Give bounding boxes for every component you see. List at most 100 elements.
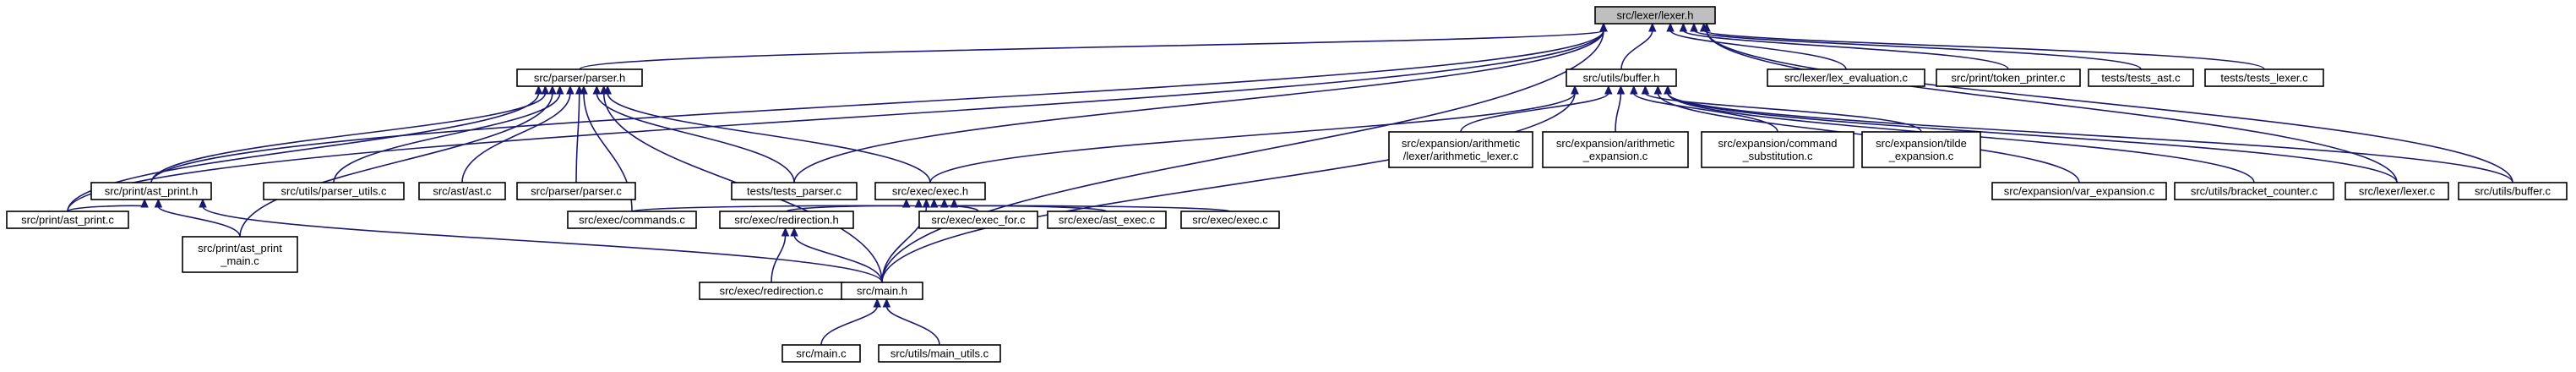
arrowhead — [1653, 85, 1663, 95]
node-label: src/main.h — [857, 285, 907, 298]
node-ast-c[interactable]: src/ast/ast.c — [418, 182, 506, 200]
edge-buffer-h-to-command-subst-c — [1633, 92, 1778, 133]
node-ast-print-main-c[interactable]: src/print/ast_print_main.c — [182, 236, 298, 273]
node-ast-print-c[interactable]: src/print/ast_print.c — [6, 211, 129, 229]
node-redirection-c[interactable]: src/exec/redirection.c — [699, 282, 844, 300]
node-box — [2174, 182, 2334, 200]
node-parser-h[interactable]: src/parser/parser.h — [516, 68, 643, 87]
arrowhead — [1648, 22, 1657, 32]
node-tests-lexer-c[interactable]: tests/tests_lexer.c — [2204, 68, 2324, 87]
node-tests-ast-c[interactable]: tests/tests_ast.c — [2088, 68, 2194, 87]
node-label: src/expansion/command — [1718, 137, 1838, 150]
node-box — [918, 211, 1038, 229]
node-box — [90, 182, 212, 200]
edge-lexer-h-to-tests-parser-c — [793, 30, 1604, 183]
arrowhead — [790, 227, 798, 237]
node-label: _expansion.c — [1888, 150, 1954, 162]
node-label: src/utils/buffer.c — [2475, 185, 2551, 198]
node-lexer-c[interactable]: src/lexer/lexer.c — [2345, 182, 2449, 200]
node-box — [182, 236, 298, 273]
arrowhead — [534, 85, 543, 95]
edge-parser-h-to-exec-h — [607, 92, 931, 183]
node-label: tests/tests_lexer.c — [2220, 72, 2308, 85]
arrowhead — [914, 198, 923, 208]
node-label: src/exec/exec_for.c — [931, 214, 1026, 227]
node-box — [2345, 182, 2449, 200]
node-label: _expansion.c — [1582, 150, 1648, 162]
node-label: src/utils/parser_utils.c — [281, 185, 387, 198]
node-box — [516, 182, 636, 200]
node-box — [1767, 68, 1925, 87]
node-main-h[interactable]: src/main.h — [841, 282, 923, 300]
node-arith-lexer-c[interactable]: src/expansion/arithmetic/lexer/arithmeti… — [1388, 131, 1533, 168]
node-parser-utils-c[interactable]: src/utils/parser_utils.c — [263, 182, 405, 200]
edge-lexer-h-to-lex-evaluation-c — [1669, 30, 1847, 70]
node-label: src/lexer/lexer.h — [1616, 9, 1693, 22]
node-arith-expansion-c[interactable]: src/expansion/arithmetic_expansion.c — [1542, 131, 1689, 168]
node-command-subst-c[interactable]: src/expansion/command_substitution.c — [1701, 131, 1854, 168]
node-exec-h[interactable]: src/exec/exec.h — [874, 182, 986, 200]
node-box — [1542, 131, 1689, 168]
arrowhead — [599, 85, 608, 95]
node-box — [719, 211, 854, 229]
edge-exec-h-to-redirection-h — [786, 205, 920, 212]
node-lex-evaluation-c[interactable]: src/lexer/lex_evaluation.c — [1767, 68, 1925, 87]
node-exec-c[interactable]: src/exec/exec.c — [1180, 211, 1280, 229]
node-token-printer-c[interactable]: src/print/token_printer.c — [1936, 68, 2081, 87]
node-commands-c[interactable]: src/exec/commands.c — [567, 211, 697, 229]
node-lexer-h[interactable]: src/lexer/lexer.h — [1594, 6, 1716, 25]
edge-parser-h-to-parser-c — [575, 92, 580, 183]
edge-lexer-h-to-buffer-h — [1620, 30, 1653, 70]
edge-parser-h-to-ast-print-main-c — [239, 92, 553, 238]
node-label: src/exec/redirection.h — [734, 214, 839, 227]
node-box — [1047, 211, 1167, 229]
node-box — [6, 211, 129, 229]
node-redirection-h[interactable]: src/exec/redirection.h — [719, 211, 854, 229]
node-ast-exec-c[interactable]: src/exec/ast_exec.c — [1047, 211, 1167, 229]
edge-parser-h-to-parser-utils-c — [333, 92, 561, 183]
arrowhead — [1679, 22, 1688, 32]
graph-nodes: src/lexer/lexer.h src/parser/parser.h src/… — [6, 6, 2568, 363]
node-box — [1594, 6, 1716, 25]
node-tests-parser-c[interactable]: tests/tests_parser.c — [731, 182, 858, 200]
node-ast-print-h[interactable]: src/print/ast_print.h — [90, 182, 212, 200]
arrowhead — [882, 298, 891, 308]
node-label: src/expansion/arithmetic — [1402, 137, 1521, 150]
arrowhead — [1630, 85, 1638, 95]
node-box — [2204, 68, 2324, 87]
arrowhead — [922, 198, 931, 208]
node-box — [1566, 68, 1677, 87]
node-exec-for-c[interactable]: src/exec/exec_for.c — [918, 211, 1038, 229]
edge-buffer-h-to-buffer-c — [1667, 92, 2513, 183]
node-box — [1701, 131, 1854, 168]
node-main-utils-c[interactable]: src/utils/main_utils.c — [878, 344, 1001, 363]
node-label: src/expansion/arithmetic — [1556, 137, 1675, 150]
arrowhead — [1604, 85, 1613, 95]
node-label: src/lexer/lexer.c — [2359, 185, 2436, 198]
arrowhead — [950, 198, 959, 208]
node-label: src/print/ast_print.c — [21, 214, 114, 227]
node-box — [263, 182, 405, 200]
node-var-expansion-c[interactable]: src/expansion/var_expansion.c — [1991, 182, 2167, 200]
edge-ast-print-h-to-ast-print-c — [67, 205, 145, 212]
node-box — [1388, 131, 1533, 168]
node-box — [1861, 131, 1981, 168]
node-tilde-expansion-c[interactable]: src/expansion/tilde_expansion.c — [1861, 131, 1981, 168]
edge-lexer-h-to-tests-lexer-c — [1702, 30, 2265, 70]
edge-redirection-h-to-redirection-c — [771, 234, 787, 283]
node-bracket-counter-c[interactable]: src/utils/bracket_counter.c — [2174, 182, 2334, 200]
node-main-c[interactable]: src/main.c — [782, 344, 861, 363]
node-buffer-c[interactable]: src/utils/buffer.c — [2458, 182, 2568, 200]
edge-lexer-h-to-ast-print-h — [150, 30, 1604, 183]
node-parser-c[interactable]: src/parser/parser.c — [516, 182, 636, 200]
edge-buffer-h-to-arith-lexer-c — [1460, 92, 1609, 133]
node-label: src/exec/exec.h — [892, 185, 968, 198]
node-box — [2088, 68, 2194, 87]
node-buffer-h[interactable]: src/utils/buffer.h — [1566, 68, 1677, 87]
node-label: src/parser/parser.c — [531, 185, 622, 198]
node-label: _substitution.c — [1741, 150, 1813, 162]
edge-parser-h-to-tests-parser-c — [596, 92, 795, 183]
node-label: src/lexer/lex_evaluation.c — [1784, 72, 1908, 85]
arrowhead — [939, 198, 949, 208]
